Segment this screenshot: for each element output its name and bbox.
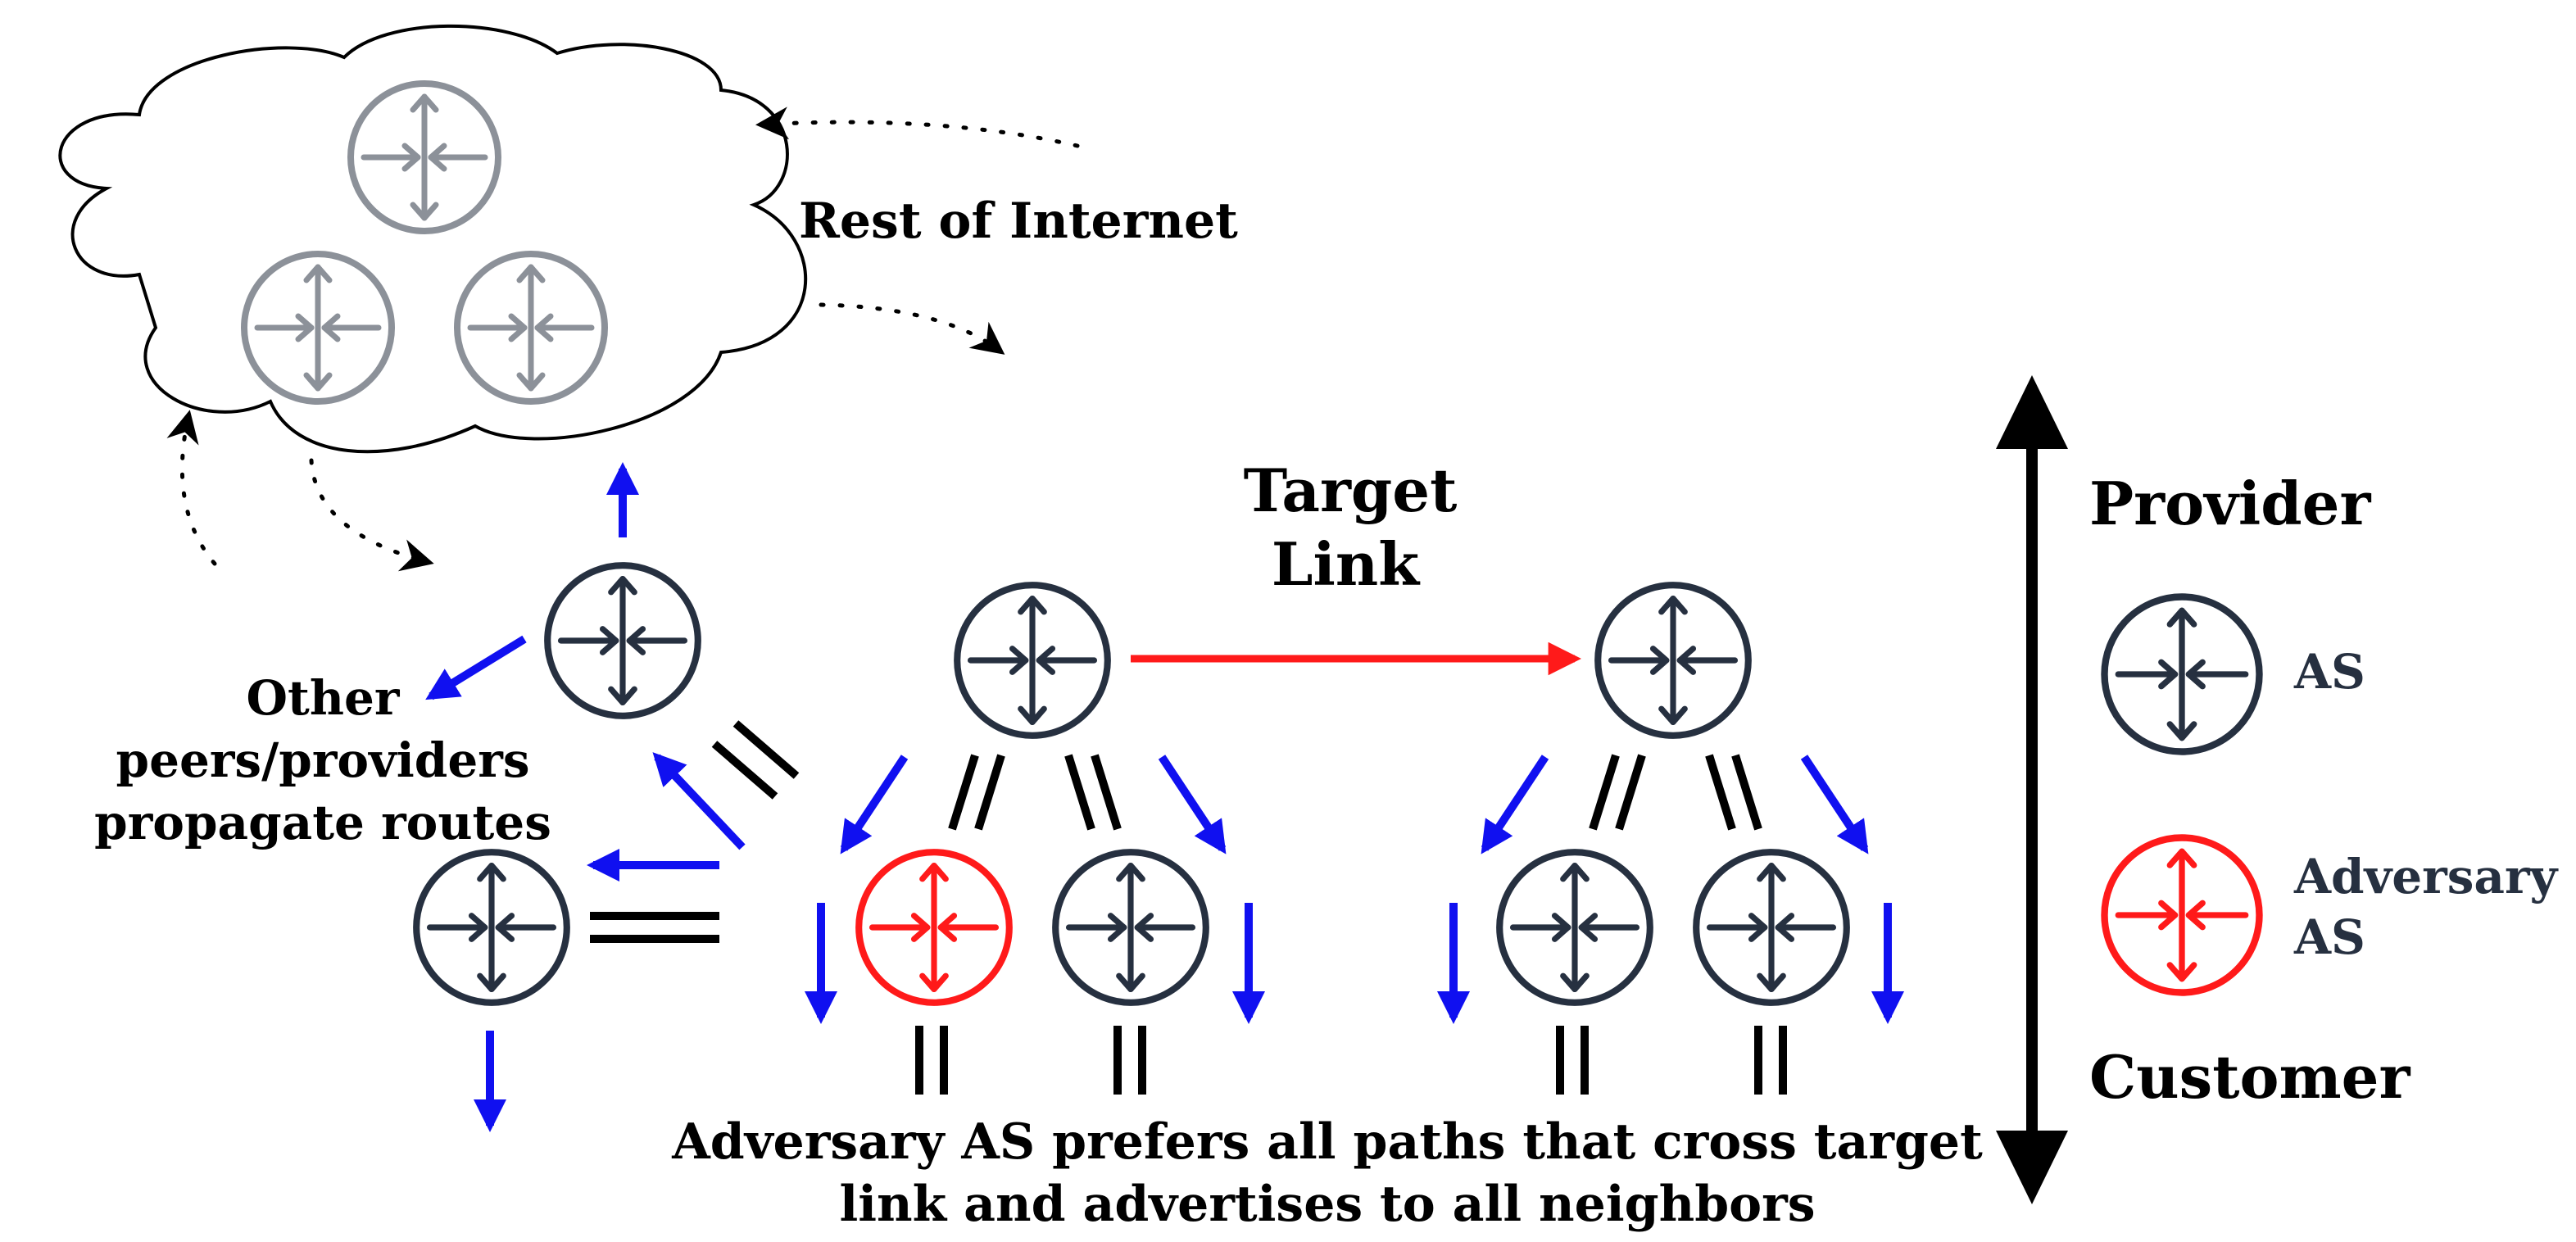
router-icon: [1055, 852, 1206, 1003]
propagation-arrow: [425, 635, 527, 700]
propagation-arrow: [1800, 755, 1869, 854]
peering-link-below-right-2: [1754, 1026, 1787, 1095]
dotted-arrow-up-to-cloud: [166, 410, 217, 566]
peering-link-right-left: [1589, 754, 1646, 831]
dotted-arrow-out-of-cloud: [819, 302, 1005, 355]
target-link-label-line1: Target: [1244, 456, 1458, 525]
peering-link-mid-right: [1064, 754, 1122, 831]
dotted-arrow-down-from-cloud: [309, 458, 434, 572]
caption-line1: Adversary AS prefers all paths that cros…: [671, 1113, 1983, 1171]
other-peers-label-line2: peers/providers: [116, 732, 530, 788]
hierarchy-arrow-down-head: [1996, 1131, 2068, 1204]
adversary-router-icon: [859, 852, 1009, 1003]
legend-adversary-label-line1: Adversary: [2293, 849, 2560, 904]
legend-adversary-label-line2: AS: [2293, 909, 2365, 965]
internet-router-icon-top: [351, 84, 498, 231]
router-icon: [957, 585, 1108, 736]
propagation-arrow: [1481, 755, 1549, 854]
propagation-arrow: [652, 752, 746, 850]
legend-router-icon: [2105, 597, 2260, 752]
caption-line2: link and advertises to all neighbors: [839, 1176, 1815, 1233]
legend-provider-label: Provider: [2089, 469, 2371, 538]
legend-customer-label: Customer: [2089, 1042, 2410, 1112]
peering-link-right-right: [1705, 754, 1762, 831]
peering-link-below-right-1: [1556, 1026, 1589, 1095]
internet-router-icon-right: [457, 254, 605, 401]
router-icon: [416, 852, 567, 1003]
target-link-label-line2: Link: [1272, 529, 1421, 599]
other-peers-label-line3: propagate routes: [94, 795, 551, 850]
peering-link-upper-left: [711, 720, 800, 800]
internet-router-icon-left: [244, 254, 392, 401]
peering-link-below-adversary: [915, 1026, 948, 1095]
propagation-arrow: [840, 755, 909, 854]
internet-label: Rest of Internet: [799, 193, 1238, 250]
peering-link-below-mid: [1113, 1026, 1146, 1095]
legend-adversary-router-icon: [2105, 838, 2260, 993]
router-icon: [1598, 585, 1748, 736]
propagation-arrow: [1158, 755, 1227, 854]
other-peers-label-line1: Other: [247, 670, 401, 726]
hierarchy-arrow-up-head: [1996, 375, 2068, 449]
legend-as-label: AS: [2293, 644, 2365, 700]
router-icon: [547, 565, 698, 716]
peering-link-adversary: [948, 754, 1005, 831]
peering-link-lower-left: [590, 912, 719, 943]
router-icon: [1499, 852, 1650, 1003]
dotted-arrow-into-cloud: [755, 107, 1080, 148]
router-icon: [1696, 852, 1847, 1003]
